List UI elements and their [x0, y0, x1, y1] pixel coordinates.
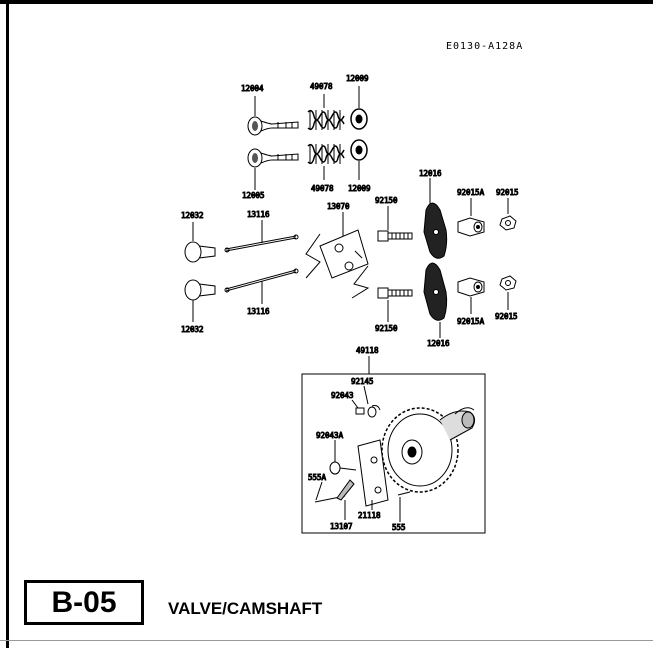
part-label-92043A: 92043A [316, 431, 344, 440]
part-label-13107: 13107 [330, 522, 353, 531]
valve-12004 [247, 96, 299, 136]
section-title: VALVE/CAMSHAFT [168, 599, 323, 618]
nut-92015-upper [499, 198, 517, 231]
retainer-12009-lower [350, 139, 368, 180]
part-label-92015A-upper: 92015A [457, 188, 485, 197]
part-label-92043: 92043 [331, 391, 354, 400]
nut-92015-lower [499, 275, 517, 310]
valve-12005 [247, 148, 299, 190]
part-label-12005: 12005 [242, 191, 265, 200]
part-label-12004: 12004 [241, 84, 264, 93]
section-code-box: B-05 [24, 580, 144, 625]
part-label-92145: 92145 [351, 377, 374, 386]
spring-49078-lower [307, 143, 345, 180]
rocker-arm-12016-lower [423, 262, 448, 338]
part-label-13070: 13070 [327, 202, 350, 211]
part-label-21118: 21118 [358, 511, 381, 520]
retainer-12009-upper [350, 86, 368, 130]
part-label-12032-lower: 12032 [181, 325, 204, 334]
pivot-92015A-lower [457, 277, 485, 314]
rocker-arm-12016-upper [423, 178, 448, 259]
part-label-49118: 49118 [356, 346, 379, 355]
part-label-92015-upper: 92015 [496, 188, 519, 197]
part-label-92015A-lower: 92015A [457, 317, 485, 326]
rocker-bracket-13070 [305, 212, 370, 299]
part-label-12009-upper: 12009 [346, 74, 369, 83]
section-code: B-05 [51, 585, 117, 619]
part-label-92150-upper: 92150 [375, 196, 398, 205]
cam-gear [381, 407, 459, 493]
part-label-49078-lower: 49078 [311, 184, 334, 193]
part-label-12009-lower: 12009 [348, 184, 371, 193]
part-label-555: 555 [392, 523, 406, 532]
lifter-12032-lower [184, 279, 216, 322]
part-label-92015-lower: 92015 [495, 312, 518, 321]
part-label-13116-upper: 13116 [247, 210, 270, 219]
part-label-12016-upper: 12016 [419, 169, 442, 178]
camshaft-assembly-49118 [301, 356, 486, 534]
spring-49078-upper [307, 94, 345, 131]
frame-top-border [0, 0, 653, 4]
pivot-92015A-upper [457, 198, 485, 237]
part-label-555A: 555A [308, 473, 327, 482]
adjust-screw-92150-upper [377, 206, 413, 242]
frame-left-border [6, 0, 9, 648]
push-rod-13116-upper [224, 220, 299, 253]
push-rod-13116-lower [224, 268, 299, 304]
part-label-49078-upper: 49078 [310, 82, 333, 91]
lifter-12032-upper [184, 222, 216, 263]
drawing-code: E0130-A128A [446, 41, 524, 52]
part-label-92150-lower: 92150 [375, 324, 398, 333]
part-label-12016-lower: 12016 [427, 339, 450, 348]
part-label-13116-lower: 13116 [247, 307, 270, 316]
part-label-12032-upper: 12032 [181, 211, 204, 220]
adjust-screw-92150-lower [377, 287, 413, 322]
frame-bottom-border [0, 640, 653, 641]
